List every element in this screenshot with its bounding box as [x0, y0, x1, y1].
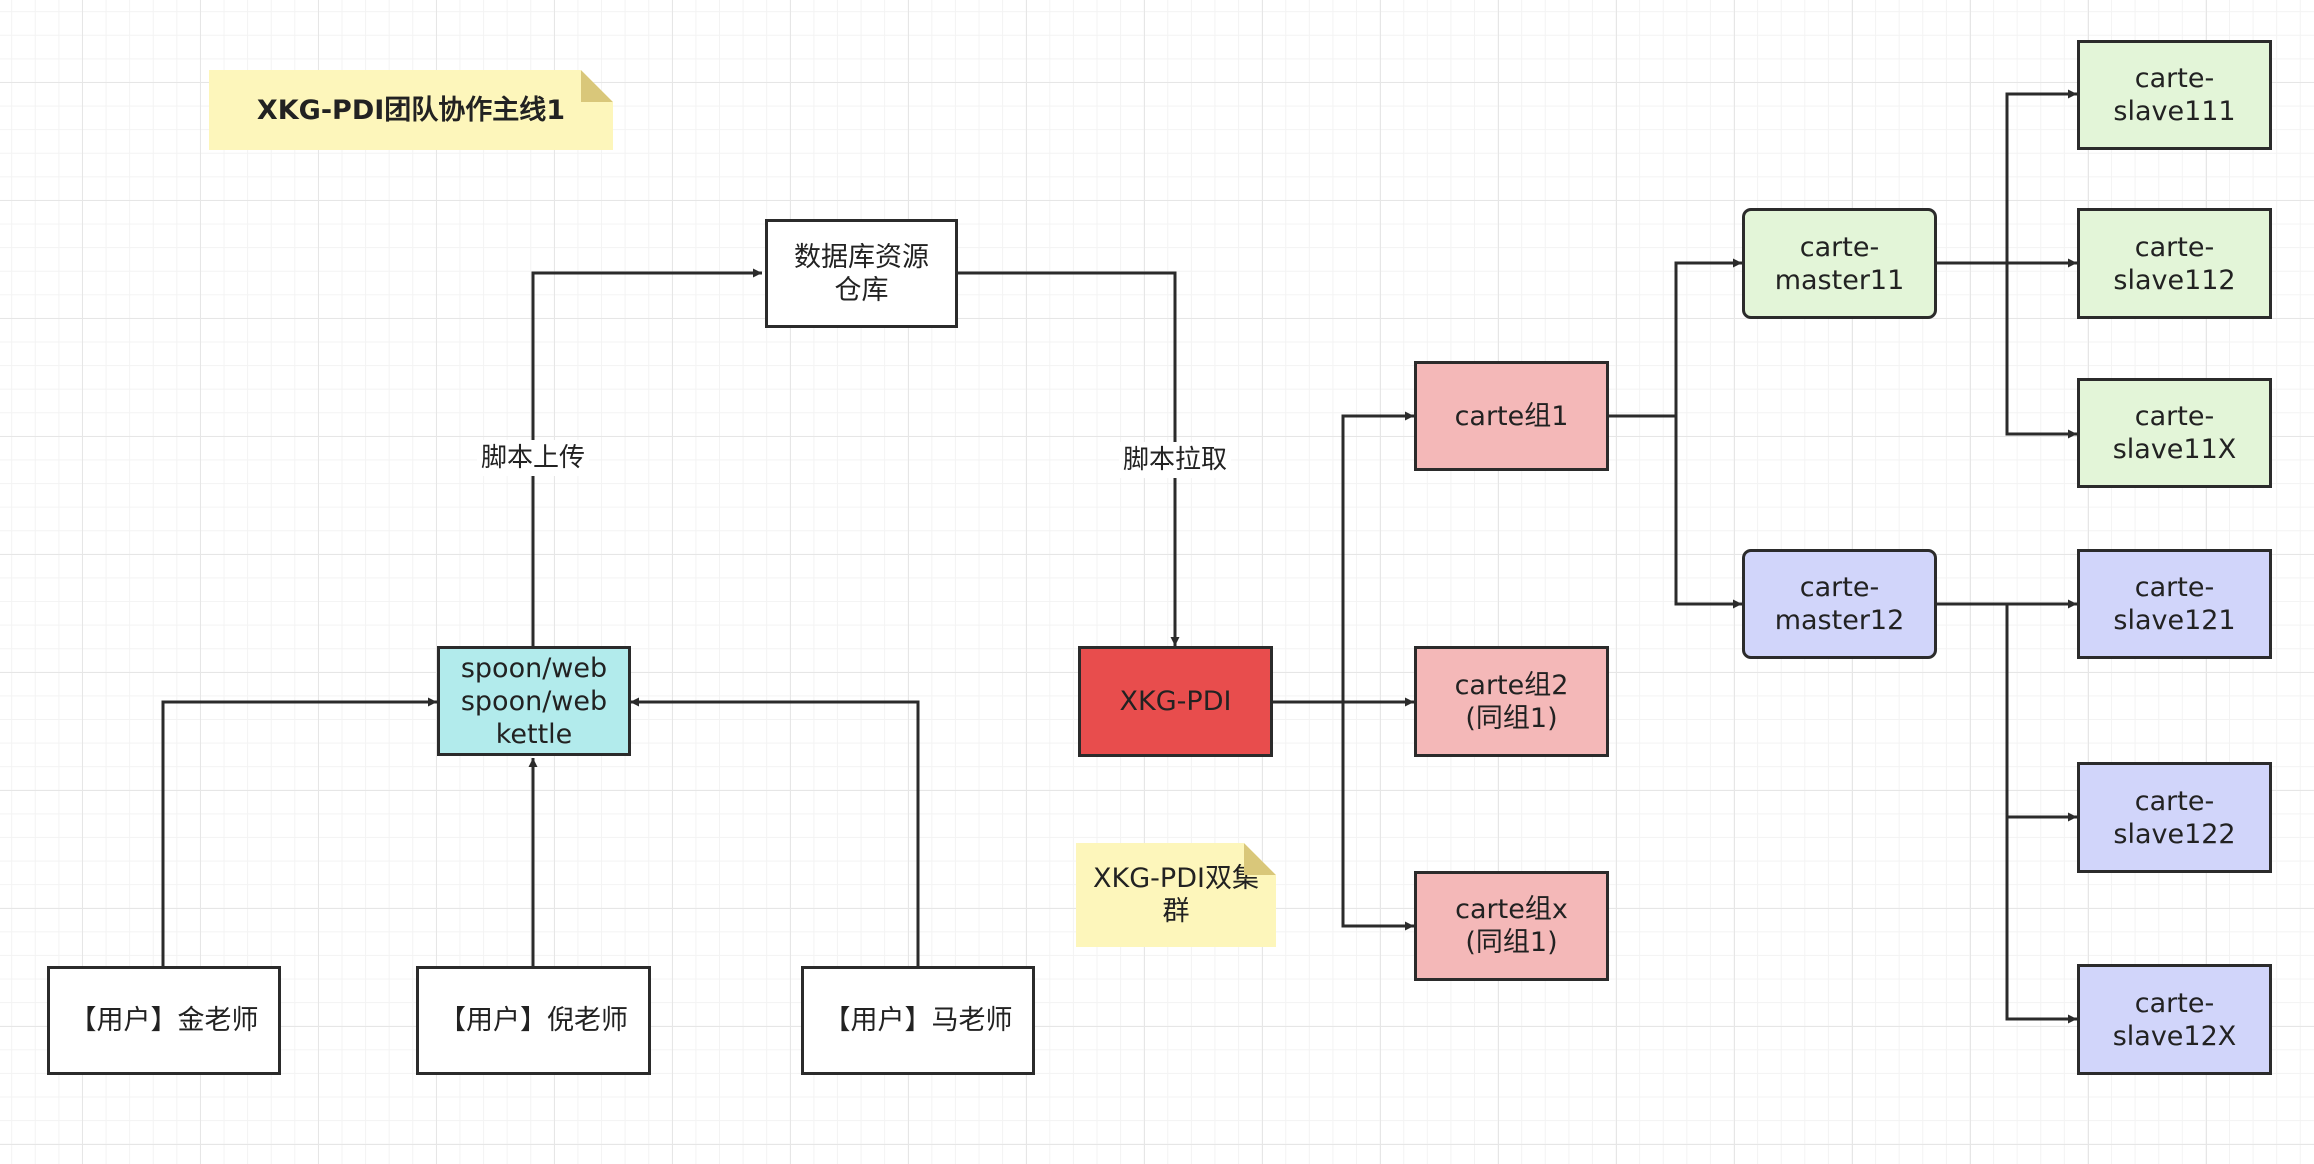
edge-jin-to-spoon	[161, 697, 437, 966]
note-main-title-text: XKG-PDI团队协作主线1	[256, 94, 566, 126]
note-dual-cluster[interactable]: XKG-PDI双集 群	[1076, 843, 1276, 947]
edge-master12-to-slave122	[2005, 604, 2077, 822]
node-carte-slave11x-label: carte- slave11X	[2112, 401, 2237, 465]
node-user-ma[interactable]: 【用户】马老师	[801, 966, 1035, 1075]
node-carte-master12[interactable]: carte- master12	[1742, 549, 1937, 659]
node-carte-master12-label: carte- master12	[1774, 572, 1905, 636]
node-carte-group2-label: carte组2 (同组1)	[1454, 669, 1569, 734]
node-carte-group1[interactable]: carte组1	[1414, 361, 1609, 471]
node-user-ni-label: 【用户】倪老师	[439, 1005, 628, 1036]
node-carte-slave122-label: carte- slave122	[2113, 785, 2236, 850]
edge-label-pull: 脚本拉取	[1118, 442, 1232, 478]
node-carte-master11-label: carte- master11	[1774, 231, 1905, 296]
node-xkg-pdi[interactable]: XKG-PDI	[1078, 646, 1273, 757]
node-carte-group1-label: carte组1	[1454, 400, 1569, 432]
node-db-repo[interactable]: 数据库资源 仓库	[765, 219, 958, 328]
node-carte-slave11x[interactable]: carte- slave11X	[2077, 378, 2272, 488]
node-carte-slave121-label: carte- slave121	[2113, 572, 2236, 636]
edge-group1-to-master12	[1674, 416, 1742, 609]
node-user-ma-label: 【用户】马老师	[823, 1005, 1013, 1036]
edge-master11-to-slave11x	[2005, 263, 2077, 439]
node-carte-groupx-label: carte组x (同组1)	[1455, 894, 1568, 958]
node-carte-slave122[interactable]: carte- slave122	[2077, 762, 2272, 873]
edge-repo-to-xkg	[957, 271, 1180, 646]
node-carte-group2[interactable]: carte组2 (同组1)	[1414, 646, 1609, 757]
edge-master12-to-slave12x	[2005, 604, 2077, 1024]
node-carte-slave112[interactable]: carte- slave112	[2077, 208, 2272, 319]
node-carte-slave121[interactable]: carte- slave121	[2077, 549, 2272, 659]
node-spoon-label: spoon/web spoon/web kettle	[460, 652, 608, 750]
edge-group1-to-master11	[1608, 258, 1742, 418]
node-carte-master11[interactable]: carte- master11	[1742, 208, 1937, 319]
edge-spoon-to-repo	[531, 268, 762, 647]
node-spoon[interactable]: spoon/web spoon/web kettle	[437, 646, 631, 756]
node-carte-slave12x-label: carte- slave12X	[2112, 987, 2237, 1052]
note-main-title[interactable]: XKG-PDI团队协作主线1	[209, 70, 613, 150]
node-carte-groupx[interactable]: carte组x (同组1)	[1414, 871, 1609, 981]
node-carte-slave111-label: carte- slave111	[2113, 63, 2236, 127]
node-user-jin-label: 【用户】金老师	[69, 1005, 259, 1036]
node-xkg-pdi-label: XKG-PDI	[1119, 686, 1232, 717]
edge-xkg-to-group1	[1272, 411, 1414, 704]
node-carte-slave112-label: carte- slave112	[2113, 231, 2236, 296]
edge-label-upload: 脚本上传	[476, 440, 590, 476]
node-db-repo-label: 数据库资源 仓库	[794, 241, 929, 306]
node-user-jin[interactable]: 【用户】金老师	[47, 966, 281, 1075]
edge-xkg-to-groupx	[1341, 702, 1414, 931]
note-dual-cluster-text: XKG-PDI双集 群	[1093, 863, 1259, 927]
edge-master11-to-slave111	[1936, 89, 2077, 265]
edge-ma-to-spoon	[630, 697, 920, 966]
node-carte-slave111[interactable]: carte- slave111	[2077, 40, 2272, 150]
node-user-ni[interactable]: 【用户】倪老师	[416, 966, 651, 1075]
node-carte-slave12x[interactable]: carte- slave12X	[2077, 964, 2272, 1075]
